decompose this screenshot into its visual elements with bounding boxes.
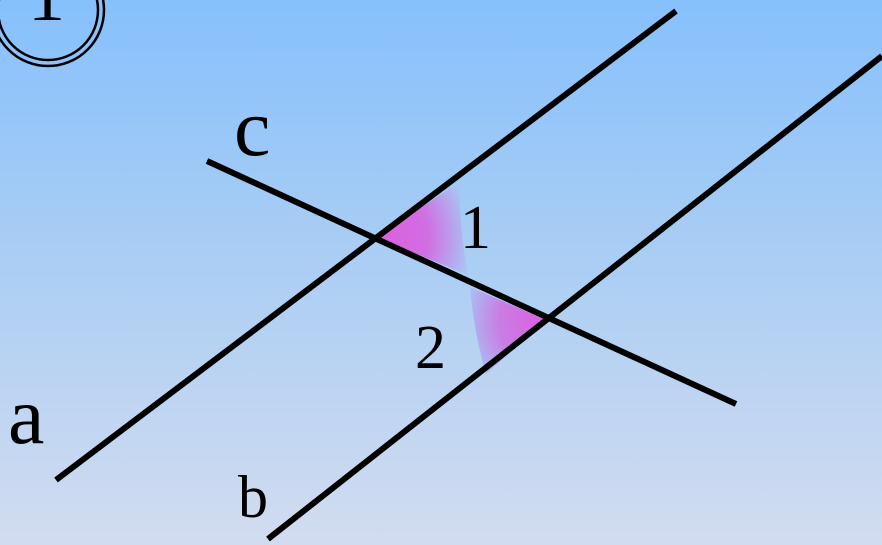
angle-2-shading (470, 287, 546, 374)
line-a-label: a (8, 370, 44, 461)
line-b (266, 53, 882, 542)
line-a (54, 8, 678, 483)
slide-number: 1 (28, 0, 65, 37)
line-c-label: c (234, 82, 270, 173)
line-b-label: b (238, 464, 268, 530)
angle-1-label: 1 (460, 194, 491, 262)
badge-inner-ring (0, 0, 100, 62)
angle-1-shading (376, 182, 468, 275)
slide-number-badge: 1 (0, 0, 106, 68)
transversal-c (205, 158, 738, 407)
badge-outer-ring (0, 0, 106, 68)
angle-2-label: 2 (415, 314, 446, 382)
